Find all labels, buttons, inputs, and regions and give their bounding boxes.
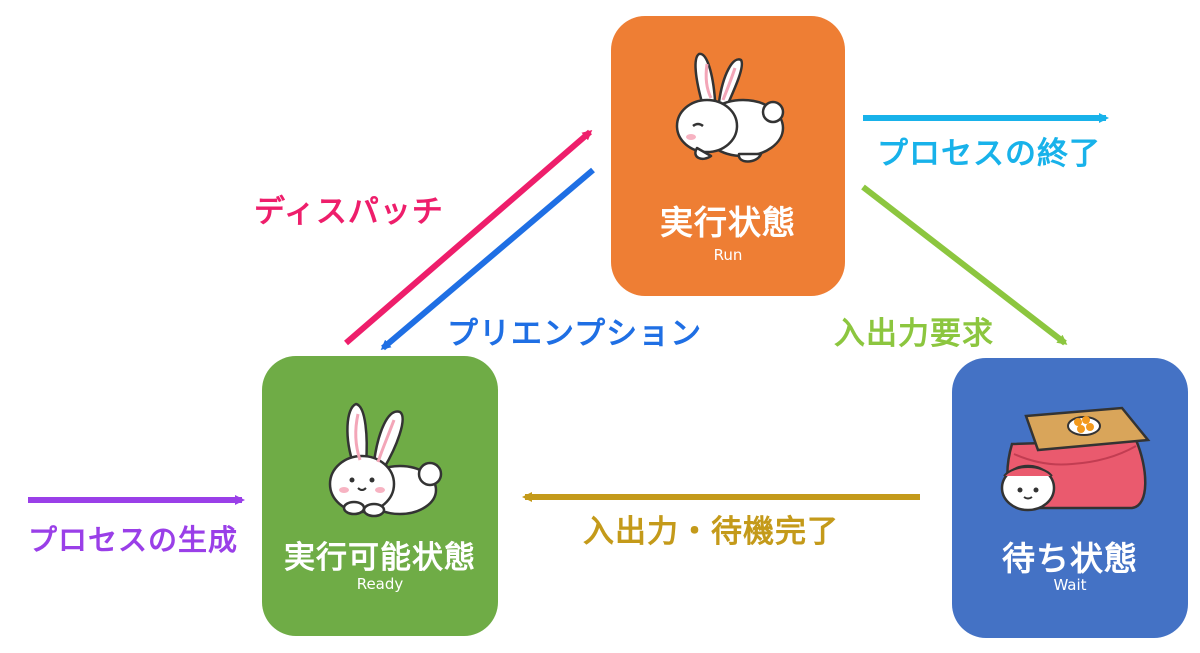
sitting-rabbit-icon: [328, 402, 443, 518]
run-state-box: 実行状態 Run: [611, 16, 845, 296]
io-request-label: 入出力要求: [834, 316, 994, 352]
dispatch-label: ディスパッチ: [254, 194, 444, 230]
wait-state-box: 待ち状態 Wait: [952, 358, 1188, 638]
wait-state-subtitle: Wait: [1053, 576, 1087, 594]
terminate-label: プロセスの終了: [877, 136, 1101, 172]
rabbit-under-kotatsu-icon: [1000, 406, 1151, 512]
io-request-arrow: [861, 184, 1068, 346]
ready-state-box: 実行可能状態 Ready: [262, 356, 498, 636]
dispatch-arrow: [344, 129, 593, 346]
hopping-rabbit-icon: [675, 52, 785, 163]
run-state-subtitle: Run: [713, 246, 743, 264]
preemption-label: プリエンプション: [447, 316, 703, 352]
ready-state-title: 実行可能状態: [284, 540, 476, 576]
ready-state-subtitle: Ready: [356, 575, 404, 593]
run-state-title: 実行状態: [660, 203, 796, 242]
wait-state-title: 待ち状態: [1002, 539, 1138, 578]
create-label: プロセスの生成: [28, 523, 239, 557]
preemption-arrow: [380, 167, 595, 351]
io-complete-label: 入出力・待機完了: [583, 514, 839, 550]
